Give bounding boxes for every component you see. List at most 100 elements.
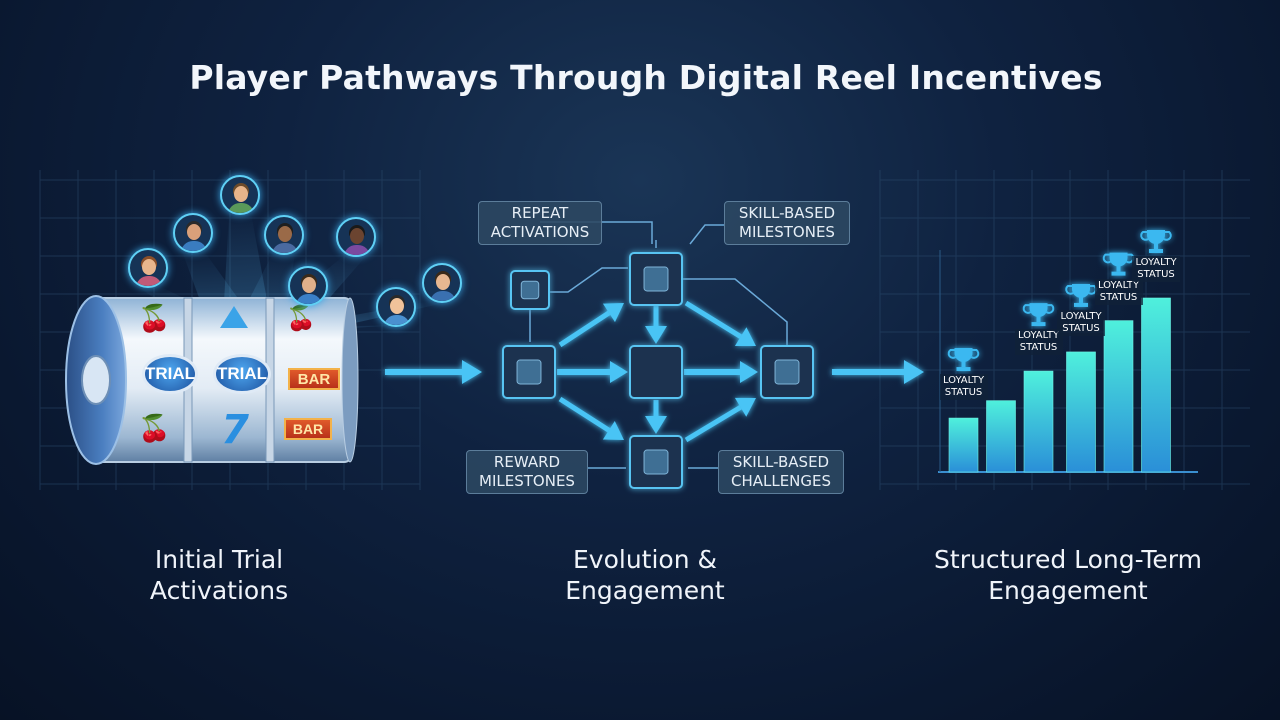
trophy-icon	[1065, 283, 1097, 307]
network-arrow	[684, 361, 758, 383]
loyalty-bar	[1141, 297, 1171, 473]
loyalty-bar	[1066, 351, 1096, 473]
section-label-long-term: Structured Long-Term Engagement	[908, 544, 1228, 606]
cherry-icon-2: 🍒	[286, 304, 316, 332]
loyalty-label-line: LOYALTY	[1097, 279, 1140, 291]
loyalty-bar-chart	[938, 230, 1198, 473]
trophy-cup	[1029, 303, 1048, 318]
trophy-handle	[970, 349, 980, 359]
trophy-stem	[1154, 243, 1158, 249]
trophy-base	[956, 367, 971, 372]
network-arrow	[684, 397, 756, 443]
callout-skill-milestones: SKILL-BASED MILESTONES	[724, 201, 850, 245]
arrow-head	[734, 397, 756, 417]
arrow-shaft	[558, 396, 611, 433]
loyalty-label-line: LOYALTY	[1060, 310, 1102, 322]
arrow-head	[734, 327, 756, 346]
trial-badge-2: TRIAL	[213, 354, 271, 394]
seven-symbol-wrap: 7	[213, 407, 257, 453]
node-core	[774, 359, 800, 385]
callout-line: CHALLENGES	[730, 472, 832, 490]
trophy-icon	[1102, 252, 1135, 276]
callout-line: MILESTONES	[739, 223, 835, 241]
trophy-base	[1111, 271, 1126, 276]
section-label-line: Evolution &	[572, 545, 717, 574]
trophy-handle	[1065, 284, 1074, 295]
trophy-cup	[1147, 230, 1165, 244]
network-arrow	[684, 300, 756, 346]
callout-line: ACTIVATIONS	[490, 223, 590, 241]
trophy-stem	[1079, 296, 1083, 303]
callout-line: REPEAT	[511, 204, 569, 222]
trophy-base	[1074, 302, 1088, 307]
arrow-shaft	[558, 310, 611, 348]
trophy-icon	[1140, 230, 1172, 253]
player-avatar-icon	[220, 175, 260, 215]
cherry-icon-3: 🍒	[138, 414, 171, 444]
callout-line: SKILL-BASED	[738, 204, 836, 222]
bar-badge-1: BAR	[288, 368, 340, 390]
trial-symbol-1: TRIAL	[144, 364, 196, 383]
trial-symbol-2: TRIAL	[216, 364, 268, 383]
trophy-icon	[1022, 303, 1055, 327]
node-core	[643, 449, 669, 475]
section-label-line: Engagement	[988, 576, 1148, 605]
connector-line	[549, 267, 628, 293]
trophy-handle	[1045, 304, 1055, 314]
callout-line: REWARD	[493, 453, 561, 471]
network-node	[510, 270, 550, 310]
player-avatar-icon	[376, 287, 416, 327]
section-label-line: Structured Long-Term	[934, 545, 1202, 574]
bar-badge-2: BAR	[284, 418, 332, 440]
player-avatar-icon	[288, 266, 328, 306]
trophy-handle	[1140, 231, 1149, 241]
callout-skill-challenges: SKILL-BASED CHALLENGES	[718, 450, 844, 494]
network-arrow	[558, 303, 624, 348]
section-label-line: Engagement	[565, 576, 725, 605]
loyalty-label-line: LOYALTY	[942, 375, 985, 387]
flow-arrow-1	[385, 360, 482, 384]
arrow-head	[602, 303, 624, 323]
loyalty-bar	[1103, 320, 1134, 473]
network-arrow	[558, 396, 624, 440]
node-core	[516, 359, 542, 385]
network-arrow	[645, 400, 667, 434]
loyalty-label-line: STATUS	[1019, 342, 1058, 354]
trophy-handle	[1102, 253, 1112, 264]
loyalty-label-line: LOYALTY	[1135, 257, 1177, 268]
arrow-head	[610, 361, 628, 383]
trophy-cup	[1072, 283, 1090, 298]
trial-badge-1: TRIAL	[142, 354, 198, 394]
node-frame	[629, 345, 683, 399]
trophy-handle	[1163, 231, 1172, 241]
cherry-icon-1: 🍒	[138, 304, 171, 334]
network-arrow	[645, 306, 667, 344]
section-label-evolution: Evolution & Engagement	[516, 544, 774, 606]
loyalty-bar	[1023, 370, 1054, 473]
bar-symbol-2: BAR	[292, 421, 324, 437]
player-avatar-icon	[264, 215, 304, 255]
network-node	[629, 252, 683, 306]
network-arrow	[557, 361, 628, 383]
trophy-cup	[1109, 252, 1128, 267]
arrow-head	[645, 416, 667, 434]
seven-symbol: 7	[221, 407, 249, 453]
trophy-base	[1031, 322, 1046, 327]
connector-line	[689, 224, 724, 245]
callout-repeat-activations: REPEAT ACTIVATIONS	[478, 201, 602, 245]
flow-arrow-2	[832, 360, 924, 384]
section-label-line: Initial Trial	[154, 545, 284, 574]
section-label-line: Activations	[149, 576, 289, 605]
player-avatar-icon	[336, 217, 376, 257]
loyalty-label-line: LOYALTY	[1017, 330, 1060, 342]
loyalty-label-line: STATUS	[944, 387, 983, 399]
arrow-head	[645, 326, 667, 344]
network-node	[502, 345, 556, 399]
trophy-icon	[947, 348, 980, 372]
page-title: Player Pathways Through Digital Reel Inc…	[189, 58, 1103, 97]
callout-line: SKILL-BASED	[732, 453, 830, 471]
